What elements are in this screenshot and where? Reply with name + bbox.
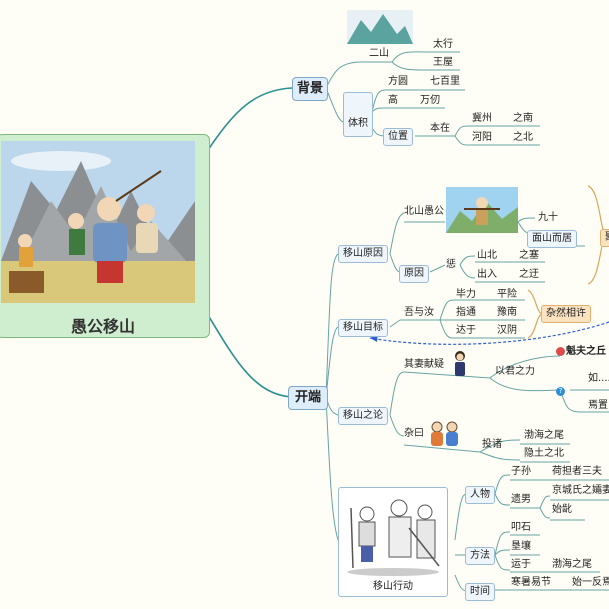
node-benzai[interactable]: 本在 [430,123,450,134]
node-yintu-zhibei[interactable]: 隐土之北 [524,448,564,459]
node-shiyi[interactable]: 始一反焉 [572,577,609,588]
node-shichen[interactable]: 始龀 [552,504,572,515]
node-kuifu-zhiqiu[interactable]: 魁夫之丘 [566,346,606,357]
node-bili[interactable]: 毕力 [456,289,476,300]
node-dayu[interactable]: 达于 [456,325,476,336]
node-taihang[interactable]: 太行 [433,39,453,50]
node-zhisai[interactable]: 之塞 [519,250,539,261]
summary-tag-right[interactable]: 聚 [600,229,609,247]
node-jingcheng[interactable]: 京城氏之孀妻 [552,485,609,496]
people-icon [431,421,458,446]
node-time[interactable]: 时间 [465,583,495,601]
root-title: 愚公移山 [70,317,135,336]
node-beishan-yugong[interactable]: 北山愚公 [404,206,444,217]
node-moving-action[interactable]: 移山行动 [338,487,448,597]
old-man-carrying-icon [446,187,518,233]
node-qibaili[interactable]: 七百里 [430,76,460,87]
node-moving-action-label: 移山行动 [373,581,413,592]
node-zhibei[interactable]: 之北 [513,132,533,143]
remove-icon [556,347,565,356]
node-shanbei[interactable]: 山北 [477,250,497,261]
node-wangwu[interactable]: 王屋 [433,57,453,68]
main-node-beginning-label: 开端 [294,390,321,405]
node-pingxian[interactable]: 平险 [497,289,517,300]
node-volume[interactable]: 体积 [343,92,373,137]
node-linnan[interactable]: 遗男 [511,494,531,505]
node-hanshu[interactable]: 寒暑易节 [511,577,551,588]
node-yunan[interactable]: 豫南 [497,307,517,318]
main-node-background[interactable]: 背景 [292,77,328,101]
node-cheng[interactable]: 惩 [446,259,456,270]
node-zayue[interactable]: 杂曰 [404,428,424,439]
node-mianshan-erju[interactable]: 面山而居 [527,230,577,248]
node-koushi[interactable]: 叩石 [511,522,531,533]
node-zhitong[interactable]: 指通 [456,307,476,318]
node-touzhu[interactable]: 投诸 [482,439,502,450]
main-node-beginning[interactable]: 开端 [288,386,328,410]
node-hedan[interactable]: 荷担者三夫 [552,466,602,477]
yugong-moving-mountain-illustration [1,141,195,303]
main-node-background-label: 背景 [296,81,323,96]
node-method[interactable]: 方法 [465,547,495,565]
mountain-icon [347,10,413,44]
node-kenrang[interactable]: 垦壤 [511,541,531,552]
node-ruhe[interactable]: 如...... [588,373,609,384]
node-yunyu[interactable]: 运于 [511,559,531,570]
node-wu-yu-ru[interactable]: 吾与汝 [404,307,434,318]
node-zisun[interactable]: 子孙 [511,466,531,477]
node-people[interactable]: 人物 [465,486,495,504]
node-yanzhi[interactable]: 焉置 [588,400,608,411]
node-two-mountains[interactable]: 二山 [369,48,389,59]
node-location[interactable]: 位置 [383,128,413,146]
diggers-illustration [347,499,440,576]
node-zhiyu[interactable]: 之迂 [519,269,539,280]
node-wanren[interactable]: 万仞 [420,95,440,106]
root-node[interactable]: 愚公移山 [0,134,210,338]
node-jizhou[interactable]: 冀州 [472,113,492,124]
node-gao[interactable]: 高 [388,95,398,106]
node-fangyuan[interactable]: 方圆 [388,76,408,87]
node-yijunzhili[interactable]: 以君之力 [495,366,535,377]
node-discussion[interactable]: 移山之论 [338,407,388,425]
node-moving-goal[interactable]: 移山目标 [338,319,388,337]
node-wife-doubt[interactable]: 其妻献疑 [404,359,444,370]
node-heyang[interactable]: 河阳 [472,132,492,143]
node-bohai-zhiwei-1[interactable]: 渤海之尾 [524,430,564,441]
node-hanyin[interactable]: 汉阴 [497,325,517,336]
node-zhinan[interactable]: 之南 [513,113,533,124]
node-jiushi[interactable]: 九十 [538,212,558,223]
node-reason-for-moving[interactable]: 移山原因 [338,245,388,263]
node-churu[interactable]: 出入 [477,269,497,280]
woman-icon [455,351,465,376]
node-bohai-zhiwei-2[interactable]: 渤海之尾 [552,559,592,570]
question-icon: ? [556,387,565,396]
node-cause[interactable]: 原因 [399,265,429,283]
summary-tag-xiangxu[interactable]: 杂然相许 [541,305,591,323]
